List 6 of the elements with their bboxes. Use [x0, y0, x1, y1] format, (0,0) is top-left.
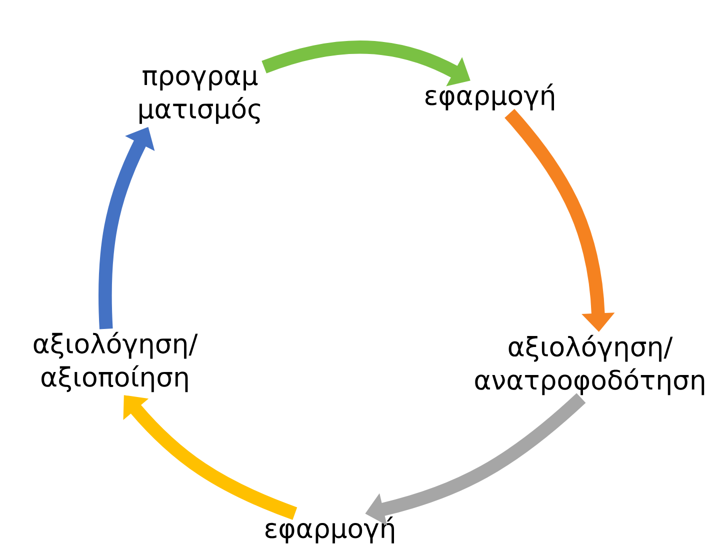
cycle-step-label: εφαρμογή [266, 516, 394, 544]
cycle-step-label: αξιολόγηση/ αξιοποίηση [34, 332, 198, 392]
cycle-step-label: αξιολόγηση/ ανατροφοδότηση [475, 334, 704, 396]
curved-arrow [123, 395, 298, 520]
cycle-step-label: προγραμ ματισμός [140, 70, 260, 124]
cycle-step-label: εφαρμογή [426, 84, 554, 110]
